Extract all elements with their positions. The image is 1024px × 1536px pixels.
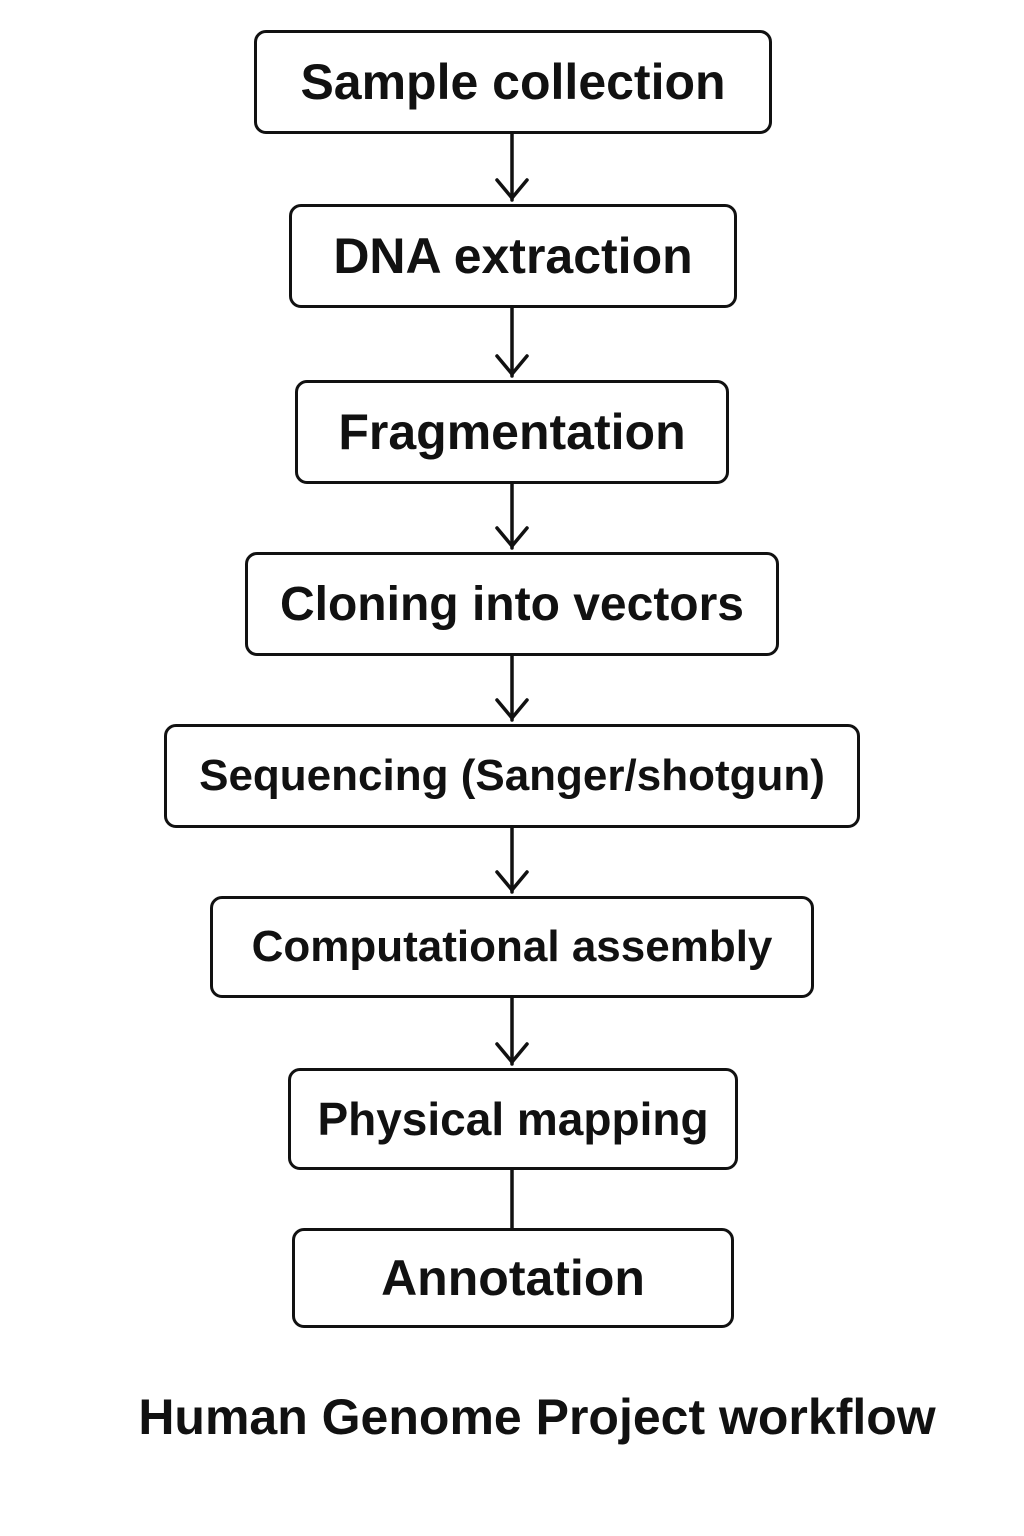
step-computational-assembly: Computational assembly (210, 896, 814, 998)
step-label: Sample collection (300, 54, 726, 110)
step-sample-collection: Sample collection (254, 30, 772, 134)
arrow-connector-2 (495, 306, 529, 378)
step-label: Annotation (381, 1250, 645, 1306)
step-annotation: Annotation (292, 1228, 734, 1328)
step-label: Cloning into vectors (279, 577, 744, 631)
step-label: Computational assembly (251, 922, 773, 971)
step-label: Fragmentation (338, 404, 686, 460)
arrow-connector-1 (495, 132, 529, 202)
arrow-connector-4 (495, 654, 529, 722)
step-cloning-into-vectors: Cloning into vectors (245, 552, 779, 656)
step-fragmentation: Fragmentation (295, 380, 729, 484)
step-label: Sequencing (Sanger/shotgun) (199, 751, 825, 800)
step-sequencing: Sequencing (Sanger/shotgun) (164, 724, 860, 828)
diagram-title: Human Genome Project workflow (138, 1389, 936, 1445)
step-label: DNA extraction (333, 228, 693, 284)
step-physical-mapping: Physical mapping (288, 1068, 738, 1170)
step-label: Physical mapping (317, 1093, 709, 1145)
step-dna-extraction: DNA extraction (289, 204, 737, 308)
arrow-connector-6 (495, 996, 529, 1066)
arrow-connector-5 (495, 826, 529, 894)
arrow-connector-3 (495, 482, 529, 550)
